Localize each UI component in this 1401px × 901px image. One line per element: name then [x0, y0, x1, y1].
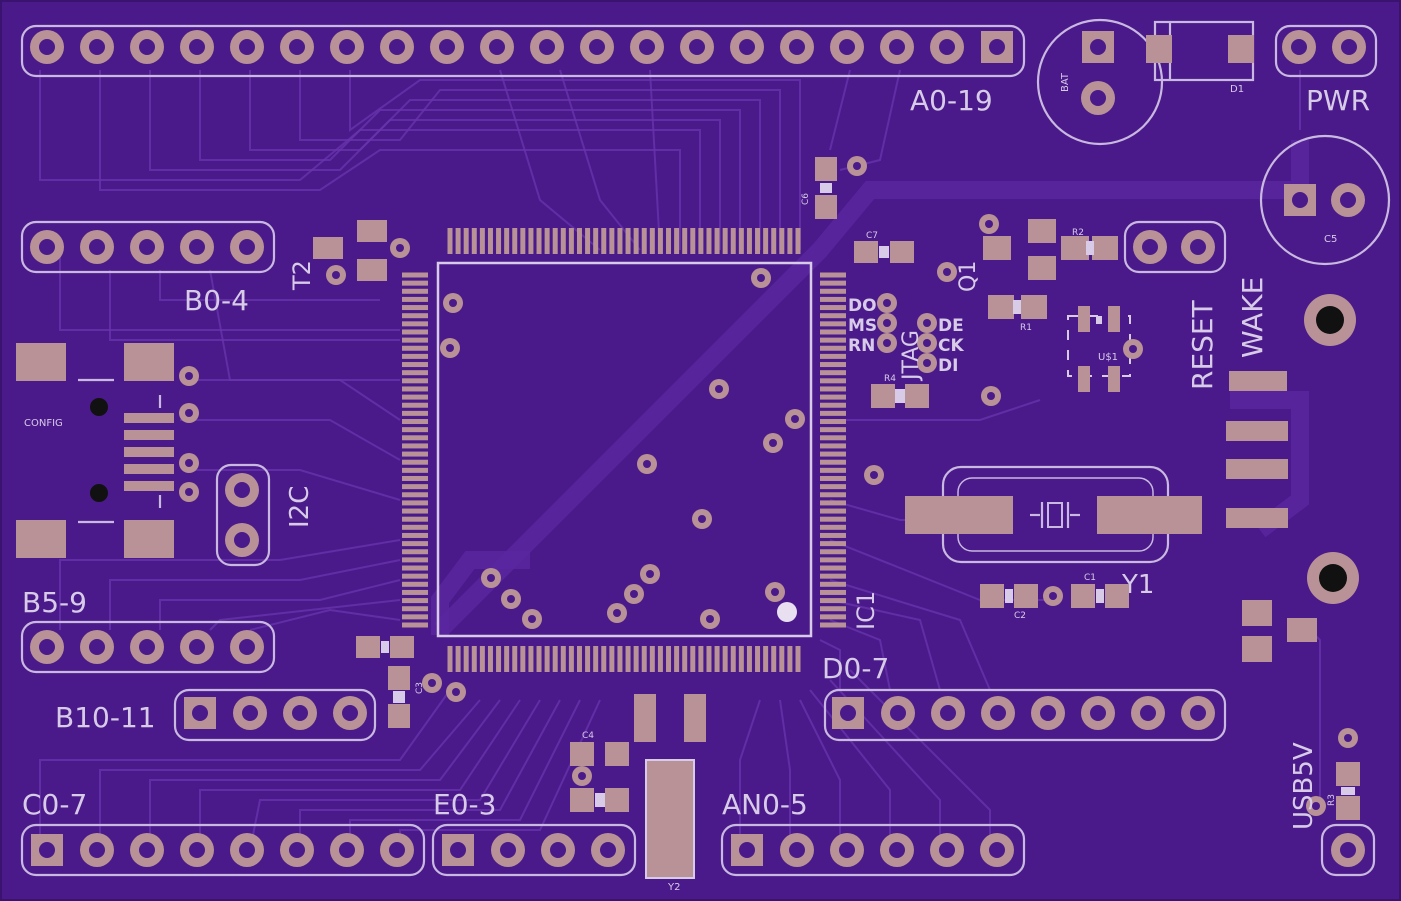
- header-b10-11: [173, 688, 377, 742]
- capacitor-c5: [1259, 134, 1391, 266]
- label-d1: D1: [1230, 84, 1244, 95]
- label-c2: C2: [1014, 611, 1026, 621]
- capacitor-c8: [356, 636, 414, 658]
- usb5v-section: [1242, 600, 1376, 877]
- usb-connector-pads: [1226, 371, 1288, 528]
- label-usb5v: USB5V: [1289, 742, 1319, 830]
- label-c1: C1: [1084, 573, 1096, 583]
- label-an0-5: AN0-5: [722, 788, 808, 821]
- label-c6: C6: [801, 193, 811, 205]
- transistor-q1: [937, 214, 1011, 282]
- label-b0-4: B0-4: [184, 284, 249, 317]
- usb-config-connector: [16, 343, 199, 558]
- ic1-qfp: [402, 228, 884, 672]
- label-q1: Q1: [956, 261, 981, 292]
- header-b5-9: [20, 620, 276, 674]
- label-c0-7: C0-7: [22, 788, 87, 821]
- label-pwr: PWR: [1306, 84, 1370, 117]
- capacitor-c1: [1043, 584, 1129, 608]
- header-a0-19: [20, 24, 1026, 78]
- label-c7: C7: [866, 231, 878, 241]
- label-config: CONFIG: [24, 418, 63, 429]
- label-do: DO: [848, 296, 877, 316]
- label-c3: C3: [415, 682, 425, 694]
- header-c0-7: [20, 823, 426, 877]
- capacitor-c3: [388, 666, 466, 728]
- header-an0-5: [720, 823, 1026, 877]
- label-t2: T2: [288, 260, 316, 291]
- label-wake: WAKE: [1236, 277, 1269, 358]
- resistor-r1: [988, 295, 1047, 319]
- label-b5-9: B5-9: [22, 586, 87, 619]
- label-r3: R3: [1327, 794, 1337, 806]
- header-e0-3: [431, 823, 637, 877]
- mounting-hole-top: [1304, 294, 1356, 346]
- diode-d1: [1146, 20, 1255, 82]
- label-ic1: IC1: [852, 591, 880, 630]
- label-r1: R1: [1020, 323, 1032, 333]
- label-b10-11: B10-11: [55, 701, 156, 734]
- label-r2: R2: [1072, 228, 1084, 238]
- label-e0-3: E0-3: [433, 788, 496, 821]
- label-d0-7: D0-7: [822, 652, 889, 685]
- label-c4: C4: [582, 731, 594, 741]
- ic-u1: [1067, 306, 1143, 392]
- crystal-y2: [634, 694, 706, 879]
- label-bat: BAT: [1060, 72, 1071, 92]
- resistor-r2: [1028, 219, 1118, 280]
- label-rn: RN: [848, 336, 875, 356]
- header-b0-4: [20, 220, 276, 274]
- label-di: DI: [938, 356, 958, 376]
- label-ck: CK: [938, 336, 964, 356]
- label-u1: U$1: [1098, 352, 1118, 363]
- header-reset: [1123, 220, 1227, 274]
- label-reset: RESET: [1186, 299, 1219, 390]
- routed-traces: [39, 69, 1321, 851]
- label-a0-19: A0-19: [910, 84, 993, 117]
- resistor-r4: [871, 384, 1001, 408]
- capacitor-c7: [854, 241, 914, 263]
- label-y2: Y2: [667, 882, 680, 893]
- battery-holder: [1036, 18, 1164, 146]
- label-ms: MS: [848, 316, 877, 336]
- capacitor-c6: [815, 156, 867, 219]
- header-i2c: [215, 463, 271, 567]
- mounting-hole-bottom: [1307, 552, 1359, 604]
- header-pwr: [1274, 24, 1378, 78]
- transistor-t2: [313, 220, 410, 285]
- crystal-y1: [905, 465, 1202, 564]
- label-jtag: JTAG: [899, 330, 924, 382]
- label-i2c: I2C: [285, 486, 315, 528]
- label-c5: C5: [1324, 234, 1337, 245]
- label-de: DE: [938, 316, 964, 336]
- capacitor-c2: [980, 584, 1038, 608]
- capacitor-c4: [570, 742, 629, 812]
- header-d0-7: [823, 688, 1227, 742]
- label-r4: R4: [884, 374, 896, 384]
